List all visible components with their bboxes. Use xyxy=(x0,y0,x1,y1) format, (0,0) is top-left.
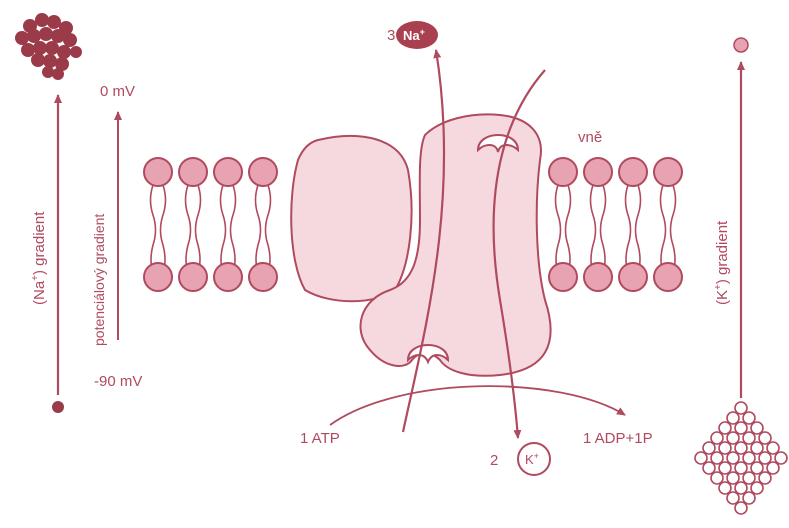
na-gradient-label: (Na+) gradient xyxy=(30,211,48,305)
minus-90-mv-label: -90 mV xyxy=(94,373,142,390)
k-count-label: 2 xyxy=(490,452,498,469)
k-small-dot-outside xyxy=(734,38,748,52)
lipid-bilayer-left xyxy=(151,185,271,273)
potential-gradient-label: potenciálový gradient xyxy=(91,214,107,346)
beta-subunit-protein xyxy=(291,136,411,301)
k-cluster-inside xyxy=(695,402,787,514)
outside-label: vně xyxy=(578,129,602,146)
atp-to-adp-arrow xyxy=(330,386,625,425)
atp-label: 1 ATP xyxy=(300,430,340,447)
na-count-label: 3 xyxy=(387,27,395,44)
zero-mv-label: 0 mV xyxy=(100,83,135,100)
lipid-heads-left xyxy=(144,158,277,291)
adp-label: 1 ADP+1P xyxy=(583,430,653,447)
na-cluster-outside xyxy=(15,13,82,80)
k-gradient-label: (K+) gradient xyxy=(713,220,731,305)
lipid-heads-right xyxy=(549,158,682,291)
lipid-bilayer-right xyxy=(556,185,676,273)
na-small-dot-inside xyxy=(52,401,64,413)
